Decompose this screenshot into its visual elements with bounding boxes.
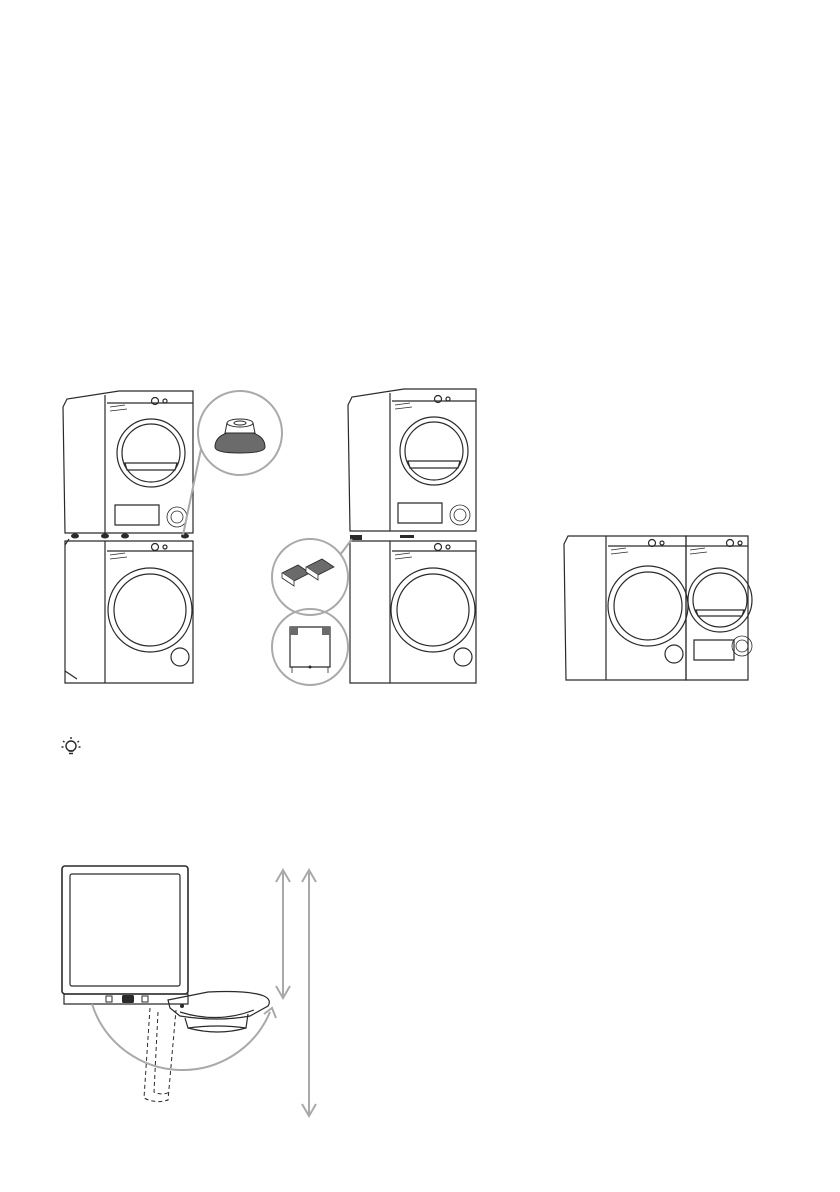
- lightbulb-icon: [58, 735, 84, 761]
- door-clearance-illustration: [50, 860, 340, 1125]
- washer-bottom: [350, 541, 476, 683]
- stack-with-brackets-illustration: [268, 385, 493, 690]
- door-swing-dashed: [144, 1008, 176, 1102]
- side-by-side-illustration: [560, 530, 792, 690]
- rubber-foot-icon: [215, 433, 265, 453]
- washer-bottom: [65, 539, 193, 683]
- washer: [564, 536, 688, 680]
- dimension-arrow-long: [302, 870, 316, 1116]
- bracket-detail-callout: [272, 609, 348, 685]
- bracket-pair-callout: [272, 539, 352, 615]
- dryer: [686, 536, 752, 680]
- dryer-top: [63, 391, 193, 539]
- top-view-appliance: [62, 866, 188, 1004]
- open-door: [168, 992, 269, 1033]
- dimension-arrow-short: [276, 870, 290, 998]
- stack-with-feet-illustration: [55, 385, 295, 690]
- dryer-top: [348, 389, 476, 531]
